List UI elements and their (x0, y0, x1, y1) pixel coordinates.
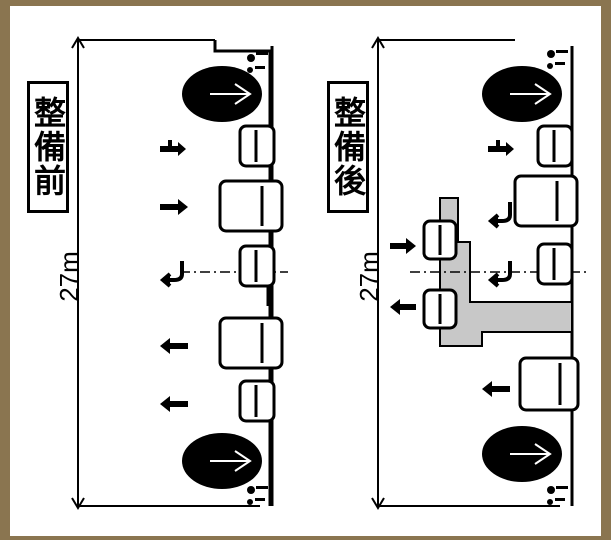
pedestrian-icon (547, 50, 568, 69)
dimension-line (371, 36, 560, 510)
u-turn-icon (487, 202, 512, 229)
car-icon (238, 379, 276, 423)
car-icon (238, 244, 276, 288)
arrow-left-icon (390, 299, 416, 315)
pedestrian-icon (547, 486, 568, 505)
tree-icon (182, 433, 262, 489)
arrow-left-icon (482, 381, 510, 397)
panel-before: 整備前 27m (10, 6, 300, 536)
bus-icon (513, 174, 579, 228)
bus-icon (218, 179, 284, 233)
road-section-before (71, 36, 288, 510)
panel-title: 整備後 (329, 96, 367, 198)
u-turn-icon (487, 261, 512, 288)
right-turn-icon (160, 140, 186, 156)
right-turn-icon (488, 140, 514, 156)
arrow-right-icon (390, 238, 416, 254)
car-icon (536, 242, 574, 286)
tree-icon (482, 66, 562, 122)
car-icon (536, 124, 574, 168)
title-box: 整備後 (327, 81, 369, 213)
pedestrian-icon (247, 52, 268, 73)
bus-icon (218, 316, 284, 370)
diagram-frame: 整備前 27m (10, 6, 601, 536)
pedestrian-icon (247, 486, 268, 505)
median-island (439, 197, 573, 347)
title-box: 整備前 (27, 81, 69, 213)
car-icon (422, 219, 458, 261)
panel-after: 整備後 27m (310, 6, 600, 536)
road-section-after (371, 36, 588, 510)
u-turn-icon (159, 261, 184, 288)
arrow-left-icon (160, 396, 188, 412)
panel-title: 整備前 (29, 96, 67, 198)
tree-icon (482, 426, 562, 482)
arrow-right-icon (160, 199, 188, 215)
width-label: 27m (53, 251, 84, 302)
dimension-line (71, 36, 260, 510)
car-icon (238, 124, 276, 168)
width-label: 27m (353, 251, 384, 302)
arrow-left-icon (160, 338, 188, 354)
car-icon (422, 288, 458, 330)
tree-icon (182, 66, 262, 122)
bus-icon (518, 356, 580, 412)
